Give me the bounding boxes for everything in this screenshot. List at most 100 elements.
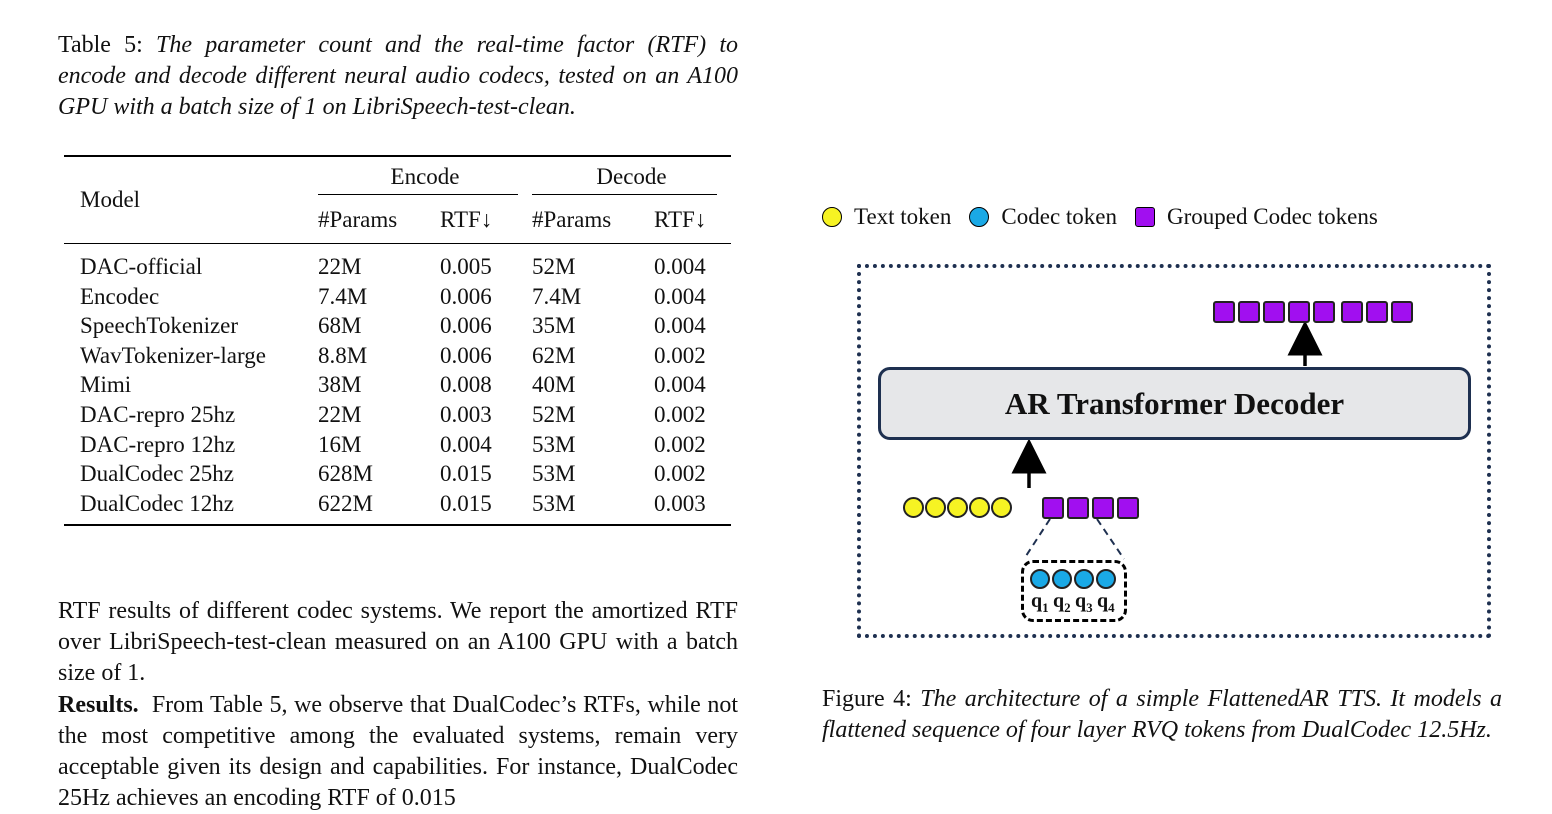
purple-square-icon: [1135, 207, 1155, 227]
figure-legend: Text token Codec token Grouped Codec tok…: [822, 200, 1396, 234]
cell-dec-rtf: 0.004: [654, 283, 706, 309]
input-text-tokens: [903, 497, 1013, 518]
codec-token-circle: [1052, 569, 1072, 589]
codec-token-circle: [1096, 569, 1116, 589]
cell-enc-params: 8.8M: [318, 342, 368, 368]
cell-dec-rtf: 0.002: [654, 401, 706, 427]
text-token-circle: [903, 497, 924, 518]
text-token-circle: [991, 497, 1012, 518]
grouped-token-square: [1366, 301, 1388, 323]
grouped-token-square: [1067, 497, 1089, 519]
grouped-token-square: [1288, 301, 1310, 323]
cell-enc-rtf: 0.015: [440, 490, 492, 516]
dec-params-header: #Params: [532, 207, 612, 232]
cell-dec-params: 53M: [532, 431, 576, 457]
cell-dec-params: 52M: [532, 254, 576, 279]
yellow-circle-icon: [822, 207, 842, 227]
grouped-token-square: [1117, 497, 1139, 519]
cell-enc-params: 622M: [318, 490, 373, 516]
group-expand-line-left: [1023, 518, 1051, 560]
grouped-token-square: [1313, 301, 1335, 323]
q-label: q4: [1097, 590, 1115, 615]
decode-group-header: Decode: [532, 156, 731, 197]
cell-model: SpeechTokenizer: [80, 313, 239, 339]
body-paragraph-1: RTF results of different codec systems. …: [58, 598, 738, 686]
cell-enc-rtf: 0.008: [440, 372, 492, 398]
dec-rtf-header: RTF↓: [654, 207, 707, 232]
table-caption: Table 5: The parameter count and the rea…: [58, 30, 738, 123]
table-caption-block: Table 5: The parameter count and the rea…: [58, 30, 738, 123]
rvq-layer-labels: q1 q2 q3 q4: [1031, 590, 1119, 616]
enc-params-header: #Params: [318, 207, 398, 232]
cell-dec-params: 35M: [532, 313, 576, 339]
cell-enc-rtf: 0.004: [440, 431, 492, 457]
cell-dec-params: 52M: [532, 401, 576, 427]
cell-model: Mimi: [80, 372, 132, 398]
legend-codec-token: Codec token: [969, 204, 1117, 230]
q-label: q2: [1053, 590, 1071, 615]
figure-caption: Figure 4: The architecture of a simple F…: [822, 684, 1502, 746]
table-caption-label: Table 5:: [58, 32, 143, 58]
cell-model: DualCodec 12hz: [80, 490, 234, 516]
cell-enc-rtf: 0.003: [440, 401, 492, 427]
grouped-token-square: [1341, 301, 1363, 323]
cell-dec-rtf: 0.002: [654, 431, 706, 457]
cell-enc-rtf: 0.005: [440, 254, 492, 279]
cell-dec-rtf: 0.003: [654, 490, 706, 516]
grouped-token-square: [1042, 497, 1064, 519]
cell-dec-params: 7.4M: [532, 283, 582, 309]
cell-model: Encodec: [80, 283, 160, 309]
codec-token-circle: [1030, 569, 1050, 589]
grouped-token-square: [1391, 301, 1413, 323]
grouped-token-square: [1092, 497, 1114, 519]
encode-group-header: Encode: [318, 156, 532, 197]
cell-dec-rtf: 0.002: [654, 342, 706, 368]
cell-enc-params: 7.4M: [318, 283, 368, 309]
output-grouped-tokens: [1213, 301, 1416, 323]
cell-model: DAC-repro 12hz: [80, 431, 236, 457]
table-row: DAC-repro 12hz 16M 0.004 53M 0.002: [64, 430, 731, 460]
cell-model: DualCodec 25hz: [80, 461, 234, 487]
text-token-circle: [947, 497, 968, 518]
cell-enc-params: 628M: [318, 461, 373, 487]
q-label: q1: [1031, 590, 1049, 615]
rtf-table: Model Encode Decode #Params RTF↓ #Params…: [64, 155, 731, 526]
rvq-codec-tokens: [1030, 569, 1118, 589]
q-label: q3: [1075, 590, 1093, 615]
cell-enc-rtf: 0.006: [440, 342, 492, 368]
rvq-group-box: [1021, 560, 1127, 622]
cell-dec-rtf: 0.004: [654, 313, 706, 339]
cell-enc-rtf: 0.006: [440, 283, 492, 309]
cell-dec-rtf: 0.002: [654, 461, 706, 487]
cell-enc-params: 16M: [318, 431, 362, 457]
enc-rtf-header: RTF↓: [440, 207, 493, 232]
results-heading: Results.: [58, 692, 139, 718]
input-grouped-tokens: [1042, 497, 1142, 519]
ar-transformer-decoder: AR Transformer Decoder: [878, 367, 1471, 440]
cell-dec-params: 62M: [532, 342, 576, 368]
figure-caption-label: Figure 4:: [822, 686, 912, 712]
cell-dec-params: 40M: [532, 372, 576, 398]
table-row: SpeechTokenizer 68M 0.006 35M 0.004: [64, 311, 731, 341]
table-row: Encodec 7.4M 0.006 7.4M 0.004: [64, 282, 731, 312]
legend-text-token: Text token: [822, 204, 951, 230]
legend-grouped-tokens: Grouped Codec tokens: [1135, 204, 1378, 230]
cell-enc-rtf: 0.015: [440, 461, 492, 487]
text-token-circle: [925, 497, 946, 518]
grouped-token-square: [1263, 301, 1285, 323]
results-text: From Table 5, we observe that DualCodec’…: [58, 692, 739, 811]
grouped-token-square: [1238, 301, 1260, 323]
figure-frame: [857, 264, 1491, 638]
cell-enc-params: 38M: [318, 372, 362, 398]
body-paragraph-2: Results. From Table 5, we observe that D…: [58, 690, 738, 814]
cell-enc-rtf: 0.006: [440, 313, 492, 339]
table-caption-text: The parameter count and the real-time fa…: [58, 32, 738, 120]
cell-enc-params: 22M: [318, 401, 362, 427]
cell-enc-params: 68M: [318, 313, 362, 339]
text-token-circle: [969, 497, 990, 518]
